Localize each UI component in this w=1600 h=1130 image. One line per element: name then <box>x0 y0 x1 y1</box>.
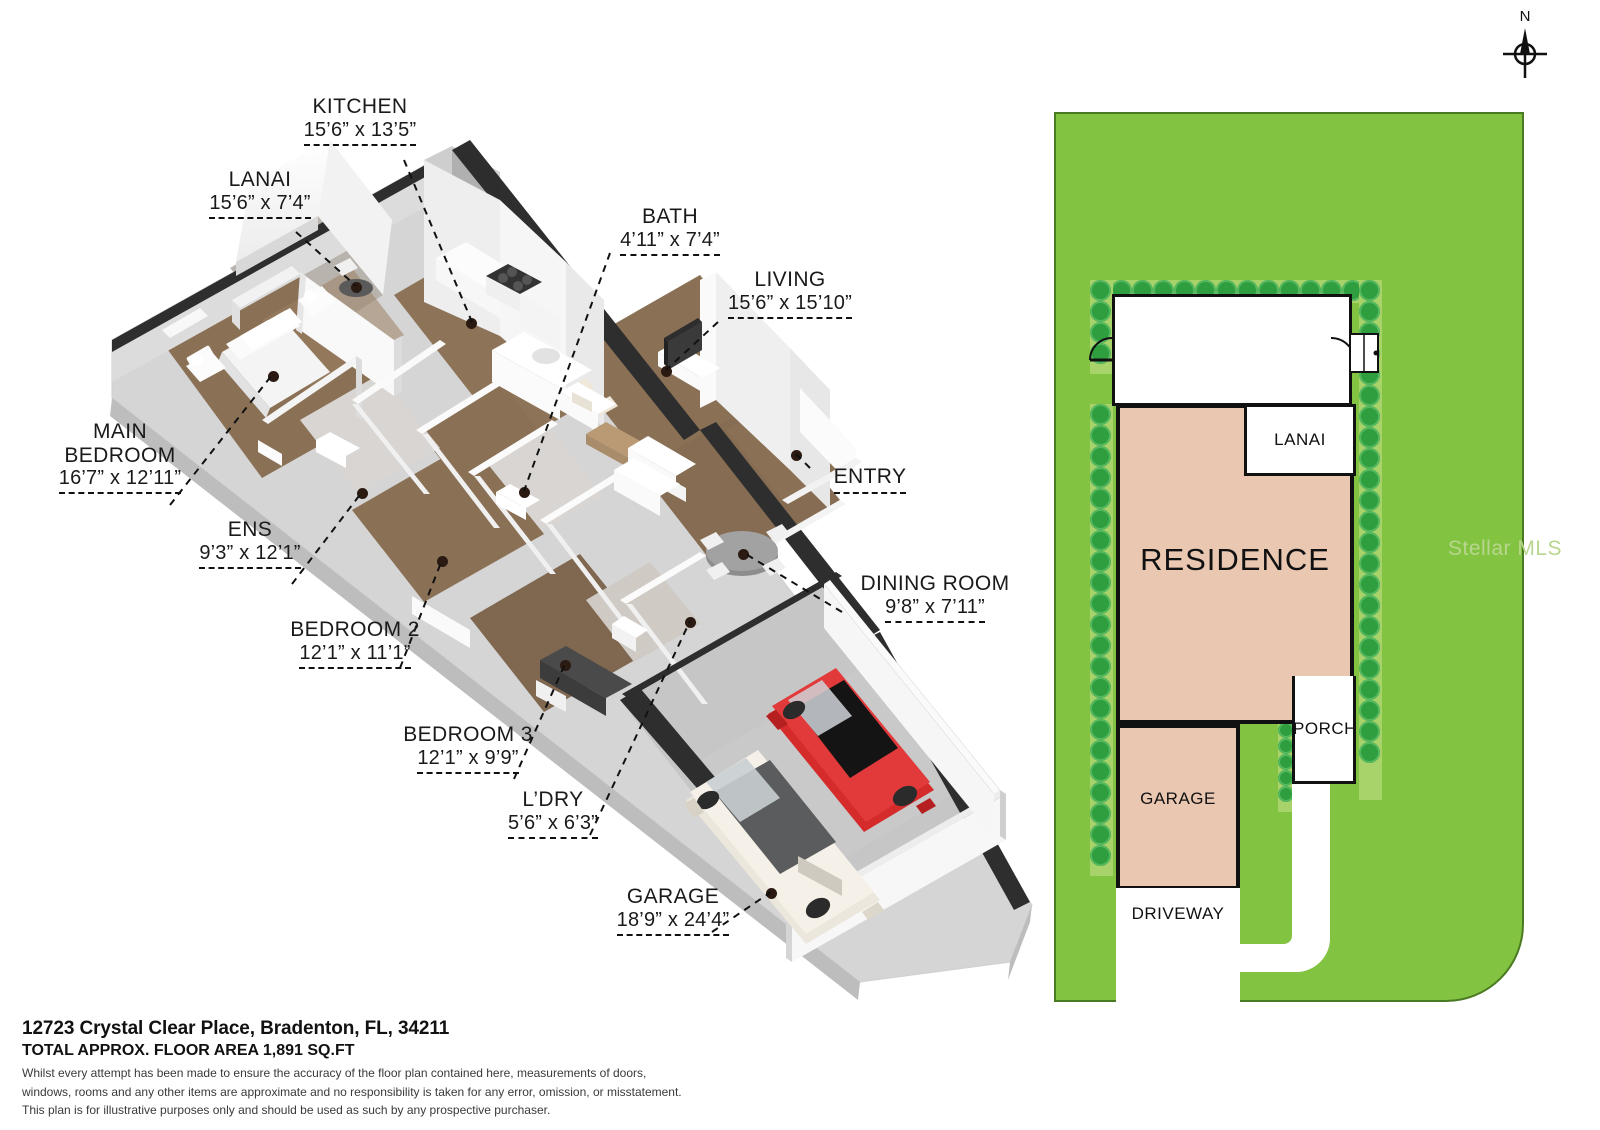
isometric-floor-plan <box>110 140 1033 1000</box>
disclaimer-line-1: Whilst every attempt has been made to en… <box>22 1066 647 1080</box>
rear-gate-icons <box>1089 333 1379 373</box>
site-driveway-label-wrap: DRIVEWAY <box>1116 900 1240 928</box>
disclaimer: Whilst every attempt has been made to en… <box>22 1064 922 1120</box>
site-residence-label: RESIDENCE <box>1140 541 1330 577</box>
room-label-entry: ENTRY <box>810 465 930 494</box>
compass-icon <box>1503 28 1547 78</box>
leader-lines <box>169 159 843 933</box>
room-label-living: LIVING 15’6” x 15’10” <box>690 268 890 319</box>
room-label-bedroom-2: BEDROOM 2 12’1” x 11’1” <box>265 618 445 669</box>
anchor-dot-ens <box>357 488 368 499</box>
site-porch <box>1292 676 1356 784</box>
site-lanai-label: LANAI <box>1274 430 1326 450</box>
room-label-dining-room: DINING ROOM 9’8” x 7’11” <box>840 572 1030 623</box>
room-dim-kitchen: 15’6” x 13’5” <box>303 119 417 146</box>
furniture <box>218 258 790 716</box>
room-name-bedroom-2: BEDROOM 2 <box>290 618 420 641</box>
room-dim-laundry: 5’6” x 6’3” <box>507 812 598 839</box>
driveway-shape <box>1116 784 1330 1002</box>
room-dim-main-bedroom: 16’7” x 12’11” <box>58 467 182 495</box>
watermark: Stellar MLS <box>1448 537 1563 560</box>
anchor-dot-lanai <box>351 282 362 293</box>
cream-car <box>684 750 884 944</box>
anchor-dot-main-bedroom <box>268 371 279 382</box>
room-name-garage: GARAGE <box>626 885 720 908</box>
anchor-dot-bath <box>519 487 530 498</box>
site-plan: LANAI RESIDENCE PORCH GARAGE DRIVEWAY <box>1054 112 1524 1002</box>
total-floor-area: TOTAL APPROX. FLOOR AREA 1,891 SQ.FT <box>22 1042 355 1059</box>
room-label-bath: BATH 4’11” x 7’4” <box>580 205 760 256</box>
site-garage-label: GARAGE <box>1140 789 1216 809</box>
site-garage-label-wrap: GARAGE <box>1116 784 1240 814</box>
room-name-ens: ENS <box>227 518 273 541</box>
disclaimer-line-2: windows, rooms and any other items are a… <box>22 1084 682 1099</box>
room-dim-dining-room: 9’8” x 7’11” <box>885 596 985 623</box>
room-dim-lanai: 15’6” x 7’4” <box>209 192 311 219</box>
room-name-entry: ENTRY <box>833 465 907 494</box>
room-label-main-bedroom: MAIN BEDROOM 16’7” x 12’11” <box>20 420 220 495</box>
site-driveway-label: DRIVEWAY <box>1131 904 1225 924</box>
site-residence-label-wrap: RESIDENCE <box>1116 530 1354 590</box>
room-dim-bedroom-2: 12’1” x 11’1” <box>299 642 411 669</box>
room-label-laundry: L’DRY 5’6” x 6’3” <box>478 788 628 839</box>
compass-north-label: N <box>1519 8 1531 25</box>
garage-vehicles <box>684 668 936 944</box>
room-name-living: LIVING <box>754 268 826 291</box>
room-dim-garage: 18’9” x 24’4” <box>616 909 730 936</box>
room-name-kitchen: KITCHEN <box>312 95 408 118</box>
anchor-dot-dining <box>738 549 749 560</box>
anchor-dot-bedroom-2 <box>437 556 448 567</box>
footer: 12723 Crystal Clear Place, Bradenton, FL… <box>22 1018 922 1120</box>
anchor-dot-laundry <box>685 617 696 628</box>
room-name-laundry: L’DRY <box>522 788 584 811</box>
site-lanai: LANAI <box>1244 404 1356 476</box>
disclaimer-line-3: This plan is for illustrative purposes o… <box>22 1103 551 1118</box>
red-car <box>766 668 936 832</box>
anchor-dot-living <box>661 366 672 377</box>
room-name-dining-room: DINING ROOM <box>860 572 1010 595</box>
site-porch-label-wrap: PORCH <box>1290 716 1360 742</box>
room-name-bath: BATH <box>641 205 699 228</box>
room-label-kitchen: KITCHEN 15’6” x 13’5” <box>265 95 455 146</box>
room-dim-ens: 9’3” x 12’1” <box>199 542 301 569</box>
anchor-dot-garage <box>766 888 777 899</box>
room-name-bedroom-3: BEDROOM 3 <box>403 723 533 746</box>
room-label-bedroom-3: BEDROOM 3 12’1” x 9’9” <box>378 723 558 774</box>
room-label-lanai: LANAI 15’6” x 7’4” <box>170 168 350 219</box>
hedge-left-lower <box>1090 404 1113 876</box>
room-dim-bath: 4’11” x 7’4” <box>620 229 720 256</box>
site-porch-label: PORCH <box>1293 719 1357 739</box>
room-dim-living: 15’6” x 15’10” <box>728 292 852 319</box>
anchor-dot-bedroom-3 <box>560 660 571 671</box>
anchor-dot-kitchen <box>466 318 477 329</box>
room-name-main-bedroom: MAIN BEDROOM <box>64 420 176 467</box>
property-address: 12723 Crystal Clear Place, Bradenton, FL… <box>22 1018 450 1039</box>
rear-patio <box>1112 294 1352 406</box>
room-dim-bedroom-3: 12’1” x 9’9” <box>417 747 519 774</box>
hedge-left-upper <box>1090 280 1113 374</box>
room-label-garage: GARAGE 18’9” x 24’4” <box>578 885 768 936</box>
room-label-ens: ENS 9’3” x 12’1” <box>175 518 325 569</box>
compass-rose: N <box>1495 8 1555 78</box>
room-name-lanai: LANAI <box>228 168 292 191</box>
